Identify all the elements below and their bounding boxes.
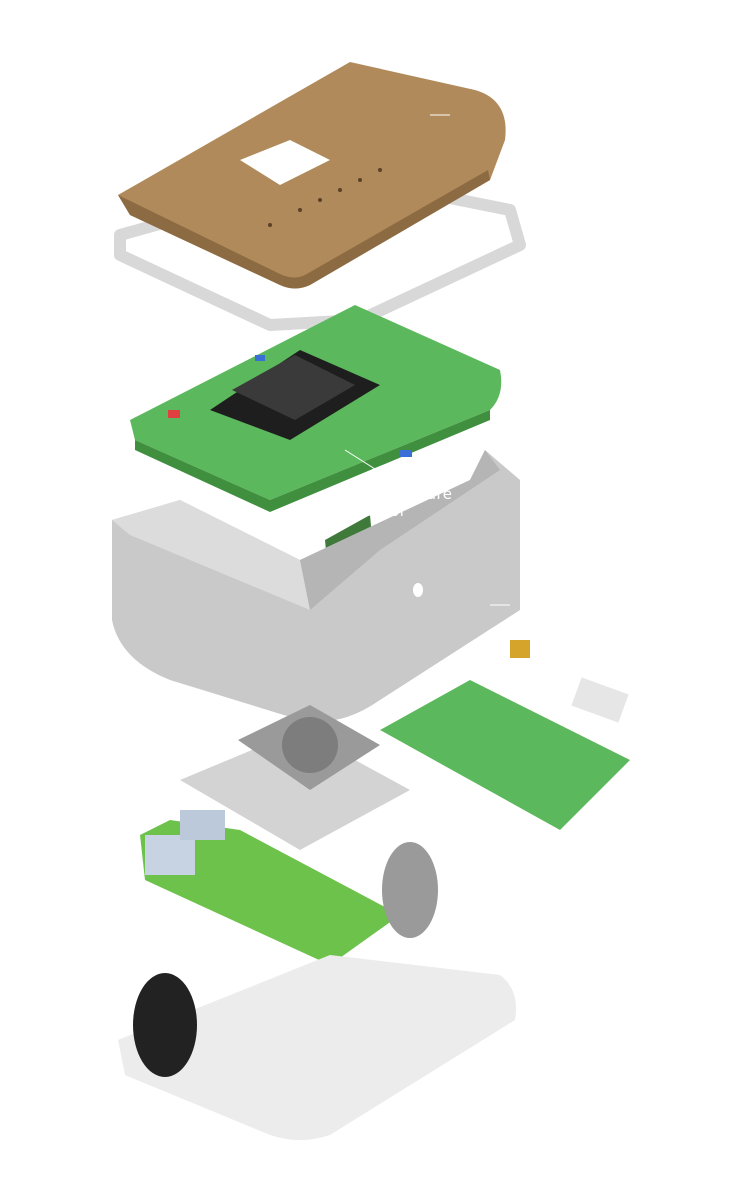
temperature-sensor-label: Temperature Sensor (352, 486, 453, 520)
display-screen (232, 355, 355, 420)
callout-line2: Sensor (352, 502, 407, 520)
callout-lines (344, 114, 510, 606)
wooden-top-plate (118, 62, 506, 289)
base-plate (118, 955, 516, 1140)
aluminum-shell (112, 450, 520, 722)
compute-board (140, 810, 438, 965)
cooling-fan (180, 705, 410, 850)
io-board (380, 640, 630, 830)
main-pcb-board (130, 305, 502, 512)
callout-line1: Temperature (352, 485, 453, 503)
